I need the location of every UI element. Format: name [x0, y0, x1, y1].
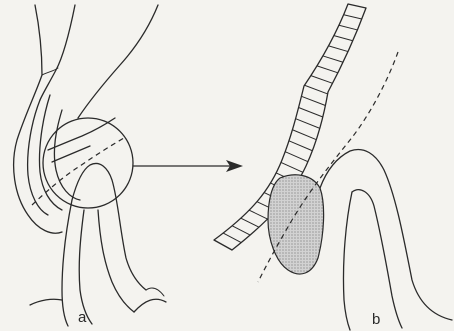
tooth-contour-b — [320, 150, 452, 320]
root-contour-b — [352, 190, 402, 328]
hatch-line — [289, 141, 312, 151]
stippled-zone — [268, 175, 324, 274]
hatch-line — [334, 36, 353, 41]
hatch-line — [317, 66, 338, 73]
root-left-b — [343, 192, 352, 330]
enamel-inner-line-2 — [39, 95, 62, 210]
hatch-line — [344, 15, 362, 19]
root-inner-right — [98, 210, 134, 312]
sulcus-line-2 — [52, 146, 90, 162]
jaw-line — [30, 299, 62, 305]
crown-right-edge — [78, 5, 158, 118]
root-inner-left — [79, 210, 92, 324]
hatch-line — [339, 25, 357, 30]
crown-outline — [14, 5, 62, 233]
magnifier-circle — [43, 118, 133, 208]
hatch-line — [329, 46, 348, 52]
hatch-line — [323, 56, 343, 62]
hatch-line — [292, 130, 316, 140]
band-end-line — [214, 240, 232, 250]
panel-b — [214, 4, 452, 330]
hatch-line — [296, 119, 320, 129]
hatch-line — [223, 233, 241, 243]
hatch-line — [249, 210, 267, 219]
hatch-line — [232, 226, 250, 235]
hatch-line — [305, 85, 328, 94]
root-left — [62, 200, 72, 326]
label-a: a — [78, 309, 86, 326]
crown-labial-contour — [40, 5, 75, 100]
band-end-line — [348, 4, 366, 8]
gingiva-left — [72, 163, 146, 290]
jaw-bump — [146, 288, 164, 296]
hatch-line — [285, 152, 308, 162]
hatch-line — [299, 108, 323, 118]
hatch-line — [281, 162, 303, 172]
enamel-inner-line — [28, 100, 48, 215]
label-b: b — [372, 311, 380, 328]
jaw-line-right — [134, 299, 166, 312]
hatch-line — [241, 218, 259, 227]
hatch-line — [311, 76, 333, 84]
hatch-line — [301, 96, 325, 105]
